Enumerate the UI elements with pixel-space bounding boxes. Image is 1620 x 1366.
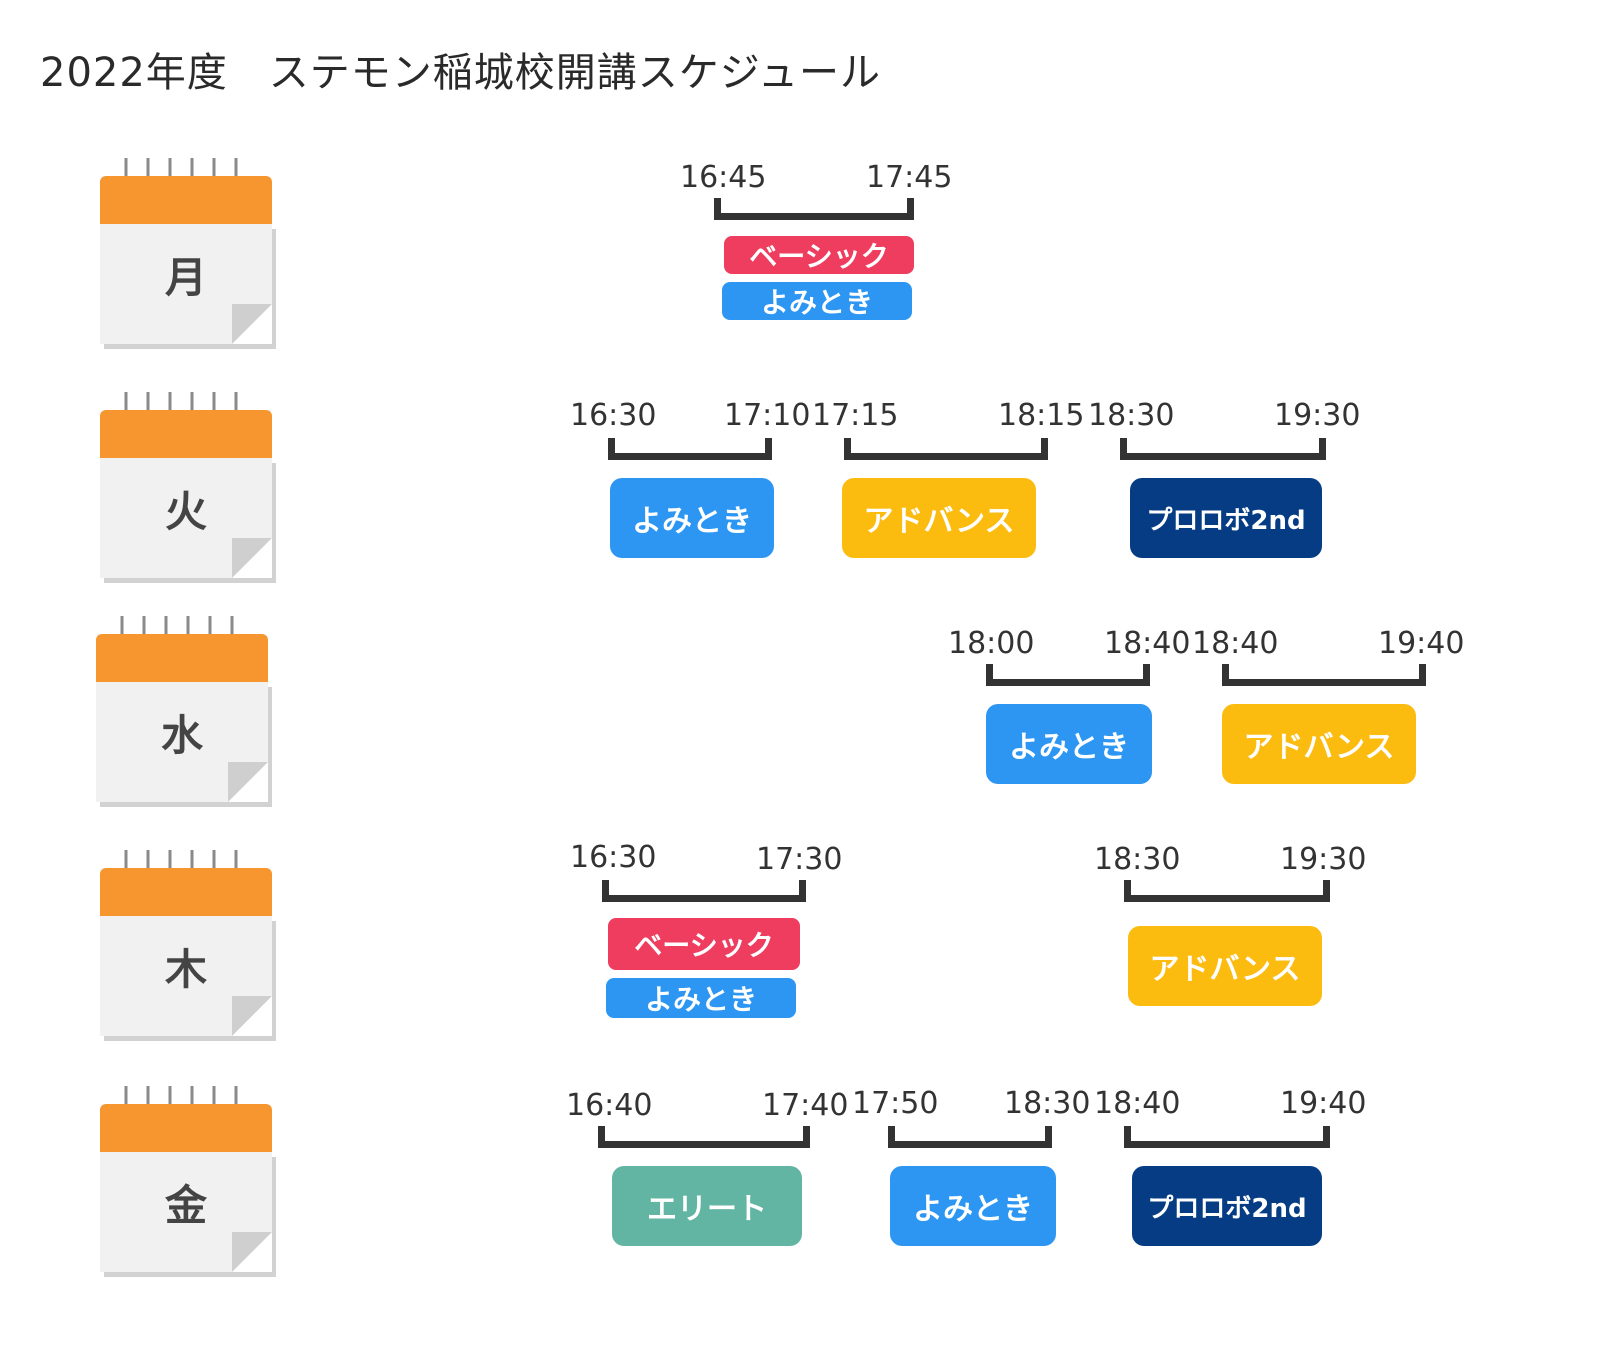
end-time: 17:10 <box>724 398 811 433</box>
start-time: 18:40 <box>1192 626 1279 661</box>
course-yomitoki: よみとき <box>986 704 1152 784</box>
start-time: 18:00 <box>948 626 1035 661</box>
time-bracket <box>888 1126 1052 1148</box>
start-time: 17:50 <box>852 1086 939 1121</box>
course-prorobo: プロロボ2nd <box>1130 478 1322 558</box>
start-time: 17:15 <box>812 398 899 433</box>
start-time: 18:40 <box>1094 1086 1181 1121</box>
start-time: 16:30 <box>570 398 657 433</box>
start-time: 16:40 <box>566 1088 653 1123</box>
time-bracket <box>1124 880 1330 902</box>
time-bracket <box>714 198 914 220</box>
start-time: 16:30 <box>570 840 657 875</box>
course-basic: ベーシック <box>608 918 800 970</box>
course-yomitoki: よみとき <box>610 478 774 558</box>
time-bracket <box>608 438 772 460</box>
course-prorobo: プロロボ2nd <box>1132 1166 1322 1246</box>
day-label: 木 <box>164 945 207 994</box>
time-bracket <box>844 438 1048 460</box>
end-time: 18:30 <box>1004 1086 1091 1121</box>
course-basic: ベーシック <box>724 236 914 274</box>
course-advance: アドバンス <box>1128 926 1322 1006</box>
course-advance: アドバンス <box>1222 704 1416 784</box>
day-label: 水 <box>160 711 203 760</box>
course-yomitoki: よみとき <box>606 978 796 1018</box>
course-yomitoki: よみとき <box>890 1166 1056 1246</box>
time-bracket <box>598 1126 810 1148</box>
end-time: 19:30 <box>1274 398 1361 433</box>
time-bracket <box>1120 438 1326 460</box>
day-label: 金 <box>164 1181 207 1230</box>
start-time: 18:30 <box>1088 398 1175 433</box>
start-time: 18:30 <box>1094 842 1181 877</box>
calendar-icon-wednesday: 水 <box>88 616 268 816</box>
end-time: 19:40 <box>1280 1086 1367 1121</box>
end-time: 19:40 <box>1378 626 1465 661</box>
time-bracket <box>1124 1126 1330 1148</box>
day-label: 火 <box>164 487 207 536</box>
day-label: 月 <box>164 253 207 302</box>
time-bracket <box>1222 664 1426 686</box>
end-time: 18:15 <box>998 398 1085 433</box>
end-time: 17:45 <box>866 160 953 195</box>
time-bracket <box>602 880 806 902</box>
end-time: 19:30 <box>1280 842 1367 877</box>
end-time: 17:40 <box>762 1088 849 1123</box>
end-time: 17:30 <box>756 842 843 877</box>
course-yomitoki: よみとき <box>722 282 912 320</box>
time-bracket <box>986 664 1150 686</box>
course-advance: アドバンス <box>842 478 1036 558</box>
start-time: 16:45 <box>680 160 767 195</box>
calendar-icon-friday: 金 <box>92 1086 272 1286</box>
calendar-icon-tuesday: 火 <box>92 392 272 592</box>
end-time: 18:40 <box>1104 626 1191 661</box>
page-title: 2022年度 ステモン稲城校開講スケジュール <box>40 50 881 96</box>
calendar-icon-monday: 月 <box>92 158 272 358</box>
calendar-icon-thursday: 木 <box>92 850 272 1050</box>
course-elite: エリート <box>612 1166 802 1246</box>
